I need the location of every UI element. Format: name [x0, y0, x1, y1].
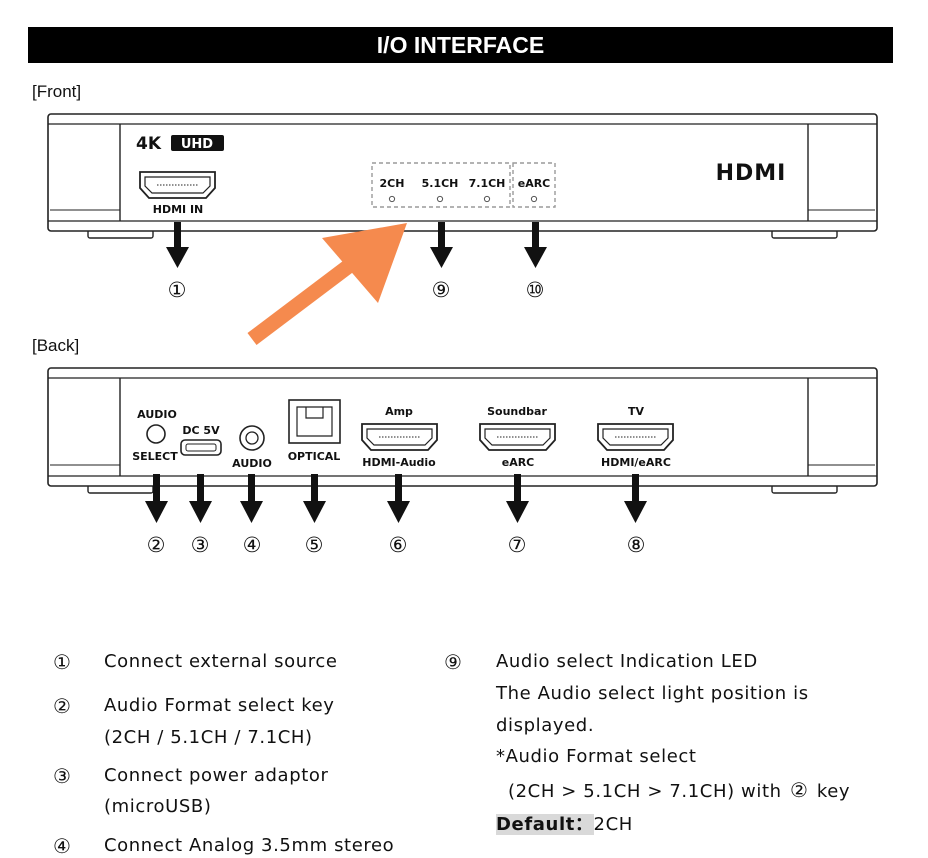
led-2ch-icon: [388, 195, 396, 203]
led-71ch-icon: [483, 195, 491, 203]
logo-hdmi: HDMI: [716, 161, 787, 186]
callout-9: ⑨: [432, 278, 451, 302]
legend-text-1: Connect external source: [104, 651, 338, 672]
arrow-down-icon: [303, 474, 326, 523]
hdmi-audio-port-icon: [361, 423, 438, 451]
hdmi-in-label: HDMI IN: [153, 203, 204, 216]
back-section-label: [Back]: [32, 336, 80, 355]
audio-jack-label: AUDIO: [232, 457, 272, 470]
arrow-down-icon: [624, 474, 647, 523]
back-device: AUDIO SELECT DC 5V AUDIO OPTICAL Amp HDM…: [47, 367, 878, 494]
arrow-down-icon: [524, 222, 547, 268]
amp-label: Amp: [385, 405, 413, 418]
audio-select-label-top: AUDIO: [137, 408, 177, 421]
tv-hdmi-port-icon: [597, 423, 674, 451]
logo-uhd-box: [171, 135, 224, 151]
logo-uhd: UHD: [181, 137, 213, 152]
led-earc-icon: [530, 195, 538, 203]
page-header: I/O INTERFACE: [28, 27, 893, 63]
hdmi-in-port-icon: [139, 171, 216, 199]
dc5v-label: DC 5V: [182, 424, 220, 437]
led-71ch-label: 7.1CH: [469, 177, 506, 190]
legend-num-1: ①: [53, 650, 71, 674]
legend-text-9e-post: key: [816, 781, 851, 802]
arrow-down-icon: [506, 474, 529, 523]
legend-num-9: ⑨: [444, 650, 462, 674]
optical-label: OPTICAL: [288, 450, 341, 463]
led-51ch-icon: [436, 195, 444, 203]
front-section-label: [Front]: [32, 82, 82, 101]
legend-num-2: ②: [53, 694, 71, 718]
arrow-down-icon: [189, 474, 212, 523]
device-diagram: 4K UHD HDMI HDMI IN 2CH 5.1CH 7.1CH eARC: [47, 113, 878, 557]
legend-text-9d: *Audio Format select: [496, 746, 697, 767]
page-title: I/O INTERFACE: [376, 31, 545, 58]
orange-pointer-arrow-icon: [247, 223, 407, 345]
arrow-down-icon: [240, 474, 263, 523]
legend-text-9e-pre: (2CH > 5.1CH > 7.1CH) with: [508, 781, 782, 802]
soundbar-label: Soundbar: [487, 405, 547, 418]
arrow-down-icon: [166, 222, 189, 268]
legend-text-9e: (2CH > 5.1CH > 7.1CH) with ② key: [508, 778, 850, 802]
audio-select-label-bottom: SELECT: [132, 450, 178, 463]
logo-4k: 4K: [136, 134, 162, 154]
audio-select-button-icon: [146, 424, 166, 444]
callout-4: ④: [243, 533, 262, 557]
arrow-down-icon: [145, 474, 168, 523]
optical-port-icon: [288, 399, 341, 444]
tv-label: TV: [628, 405, 645, 418]
arrow-down-icon: [387, 474, 410, 523]
callout-10: ⑩: [526, 278, 545, 302]
legend-text-3b: (microUSB): [104, 796, 212, 817]
back-arrows: [145, 474, 647, 523]
tv-hdmi-label: HDMI/eARC: [601, 456, 671, 469]
arrow-down-icon: [430, 222, 453, 268]
legend-text-9b: The Audio select light position is: [496, 683, 809, 704]
legend-text-2b: (2CH / 5.1CH / 7.1CH): [104, 727, 313, 748]
callout-6: ⑥: [389, 533, 408, 557]
legend-text-2a: Audio Format select key: [104, 695, 335, 716]
legend-text-9c: displayed.: [496, 715, 595, 736]
hdmi-audio-label: HDMI-Audio: [362, 456, 436, 469]
legend-num-4: ④: [53, 834, 71, 858]
earc-led-box: [512, 162, 556, 208]
default-label: Default：: [496, 814, 594, 835]
led-earc-label: eARC: [518, 177, 551, 190]
callout-5: ⑤: [305, 533, 324, 557]
legend-text-9a: Audio select Indication LED: [496, 651, 758, 672]
legend-text-3a: Connect power adaptor: [104, 765, 329, 786]
led-2ch-label: 2CH: [380, 177, 405, 190]
led-51ch-label: 5.1CH: [422, 177, 459, 190]
earc-port-label: eARC: [502, 456, 535, 469]
earc-port-icon: [479, 423, 556, 451]
callout-8: ⑧: [627, 533, 646, 557]
legend-num-3: ③: [53, 764, 71, 788]
legend-text-4a: Connect Analog 3.5mm stereo: [104, 835, 395, 856]
callout-7: ⑦: [508, 533, 527, 557]
callout-3: ③: [191, 533, 210, 557]
callout-1: ①: [168, 278, 187, 302]
front-device: 4K UHD HDMI HDMI IN 2CH 5.1CH 7.1CH eARC: [47, 113, 878, 239]
default-line: Default：2CH: [496, 810, 633, 836]
default-value: 2CH: [593, 814, 633, 835]
legend-text-9e-key: ②: [789, 778, 809, 802]
front-arrows: [166, 222, 547, 268]
callout-2: ②: [147, 533, 166, 557]
